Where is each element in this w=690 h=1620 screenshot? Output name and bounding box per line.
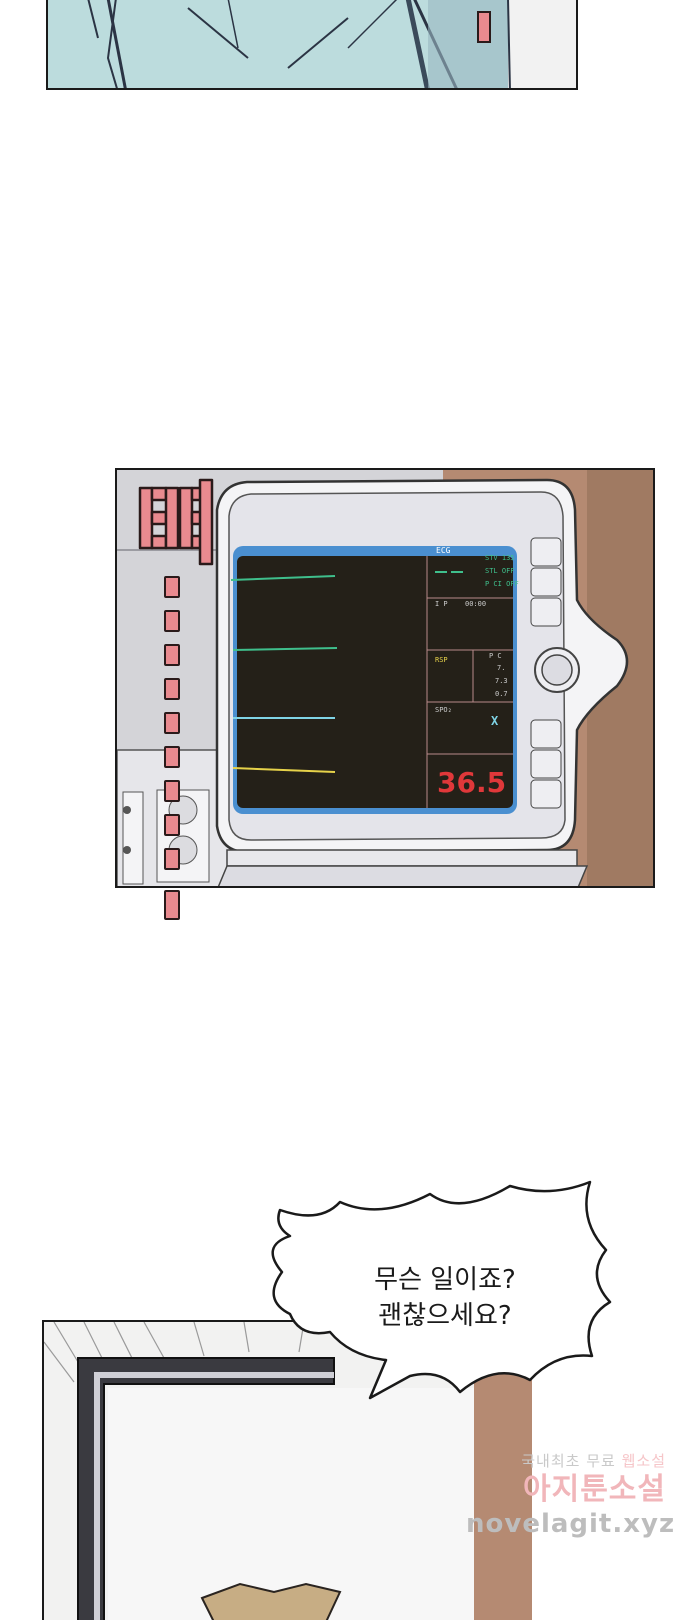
beep-trail-dash	[164, 678, 180, 700]
watermark-tagline: 국내최초 무료 웹소설	[466, 1450, 666, 1471]
dialogue-text: 무슨 일이죠? 괜찮으세요?	[300, 1262, 590, 1334]
t2-value: 7.3	[495, 677, 508, 685]
dialogue-line-1: 무슨 일이죠?	[374, 1265, 516, 1295]
beep-trail-dash	[164, 814, 180, 836]
beep-trail-dash	[164, 610, 180, 632]
monitor-illustration	[117, 470, 653, 886]
doorway-illustration	[44, 1322, 532, 1620]
speech-bubble	[260, 1180, 620, 1400]
bottom-panel	[42, 1320, 532, 1620]
watermark-tagline-a: 국내최초 무료	[521, 1452, 616, 1470]
beep-trail-dash	[164, 780, 180, 802]
speech-bubble-shape	[271, 1180, 612, 1400]
temperature-readout: 36.5	[437, 766, 507, 799]
t1-value: 7.	[497, 664, 506, 672]
ip-label: I P	[435, 600, 448, 608]
beep-trail-dash	[164, 576, 180, 598]
stl-label: STL OFF	[485, 567, 515, 575]
ecg-tag: ECG	[433, 546, 454, 555]
beep-trail-dash	[164, 712, 180, 734]
spo2-value: X	[491, 714, 499, 728]
beep-trail-dash	[164, 644, 180, 666]
pci-label: P CI OFF	[485, 580, 519, 588]
top-panel	[46, 0, 578, 90]
watermark-tagline-b: 웹소설	[621, 1452, 666, 1470]
beep-sfx-glyph	[138, 478, 214, 566]
spo2-label: SPO₂	[435, 706, 452, 714]
monitor-panel: ECG STV 135 STL OFF P CI OFF I P 00:00 R…	[115, 468, 655, 888]
beep-trail-dash	[164, 848, 180, 870]
watermark: 국내최초 무료 웹소설 아지툰소설 novelagit.xyz	[466, 1450, 676, 1539]
beep-sfx: 삐	[136, 478, 216, 568]
watermark-brand: 아지툰소설	[523, 1472, 666, 1507]
dialogue-line-2: 괜찮으세요?	[378, 1301, 512, 1331]
time-readout: 00:00	[465, 600, 487, 608]
t3-value: 0.7	[495, 690, 508, 698]
clothing-illustration	[48, 0, 576, 88]
watermark-url: novelagit.xyz	[466, 1509, 676, 1539]
beep-trail-dash	[164, 890, 180, 920]
rsp-label: RSP	[435, 656, 448, 664]
stv-label: STV 135	[485, 554, 515, 562]
pc-label: P C	[489, 652, 502, 660]
beep-trail-dash	[164, 746, 180, 768]
